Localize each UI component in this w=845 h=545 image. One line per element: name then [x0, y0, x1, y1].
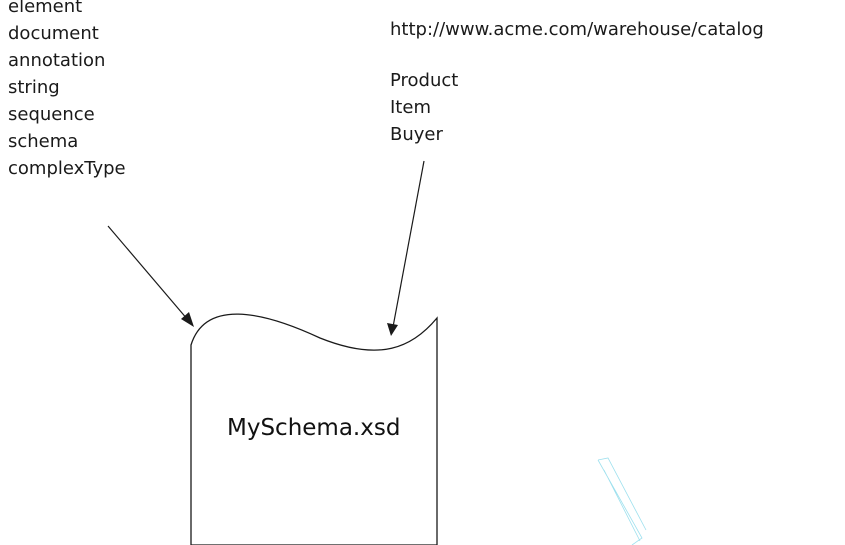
- keyword-item: complexType: [8, 158, 126, 179]
- user-name-item: Product: [390, 70, 459, 91]
- user-name-item: Item: [390, 97, 431, 118]
- keyword-item: annotation: [8, 50, 106, 71]
- document-shape: [190, 313, 438, 545]
- arrow-left-terms: [107, 225, 189, 321]
- user-defined-names-list: Product Item Buyer: [390, 67, 458, 148]
- keyword-item: schema: [8, 131, 79, 152]
- document-filename: MySchema.xsd: [227, 415, 401, 441]
- keyword-item: string: [8, 77, 60, 98]
- keyword-item: element: [8, 0, 83, 17]
- arrowhead-right: [387, 323, 398, 336]
- keyword-item: sequence: [8, 104, 95, 125]
- user-name-item: Buyer: [390, 124, 443, 145]
- arrowhead-left: [181, 312, 194, 327]
- arrow-right-terms: [392, 160, 425, 328]
- namespace-uri: http://www.acme.com/warehouse/catalog: [390, 19, 764, 40]
- schema-keyword-list: element document annotation string seque…: [8, 0, 126, 182]
- keyword-item: document: [8, 23, 99, 44]
- watermark-mark: [597, 457, 647, 545]
